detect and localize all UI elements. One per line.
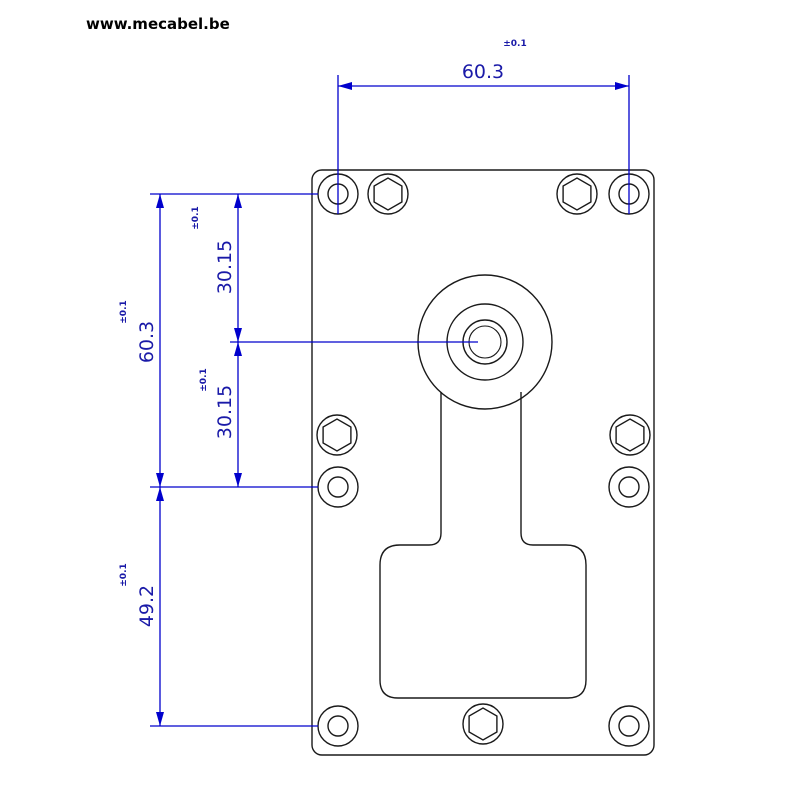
housing-plate-outline — [311, 169, 655, 756]
upper-half-value: 30.15 — [214, 240, 236, 294]
mounting-hole-bottom-right — [608, 705, 650, 747]
left-height-value: 60.3 — [136, 321, 158, 363]
bottom-height-value: 49.2 — [136, 585, 158, 627]
hex-bolt-mid-right — [609, 414, 651, 456]
internal-cavity-outline — [379, 392, 587, 699]
hex-bolt-bottom-center — [462, 703, 504, 745]
top-width-dimension: 60.3 ±0.1 — [337, 39, 630, 214]
lower-half-dimension: 30.15 ±0.1 — [199, 342, 242, 487]
left-height-dimension: 60.3 ±0.1 — [119, 194, 164, 487]
hex-bolt-top-right — [556, 173, 598, 215]
mounting-hole-mid-right — [608, 466, 650, 508]
website-label[interactable]: www.mecabel.be — [86, 15, 230, 33]
hex-bolt-mid-left — [316, 414, 358, 456]
top-width-value: 60.3 — [462, 61, 504, 83]
upper-half-dimension: 30.15 ±0.1 — [191, 194, 242, 342]
left-height-tolerance: ±0.1 — [119, 300, 129, 323]
lower-half-value: 30.15 — [214, 385, 236, 439]
lower-half-tolerance: ±0.1 — [199, 368, 209, 391]
top-width-tolerance: ±0.1 — [503, 39, 526, 49]
bottom-height-dimension: 49.2 ±0.1 — [119, 487, 164, 726]
hex-bolts — [316, 173, 651, 745]
mounting-hole-bottom-left — [317, 705, 359, 747]
upper-half-tolerance: ±0.1 — [191, 206, 201, 229]
mounting-hole-mid-left — [317, 466, 359, 508]
bottom-height-tolerance: ±0.1 — [119, 563, 129, 586]
hex-bolt-top-left — [367, 173, 409, 215]
